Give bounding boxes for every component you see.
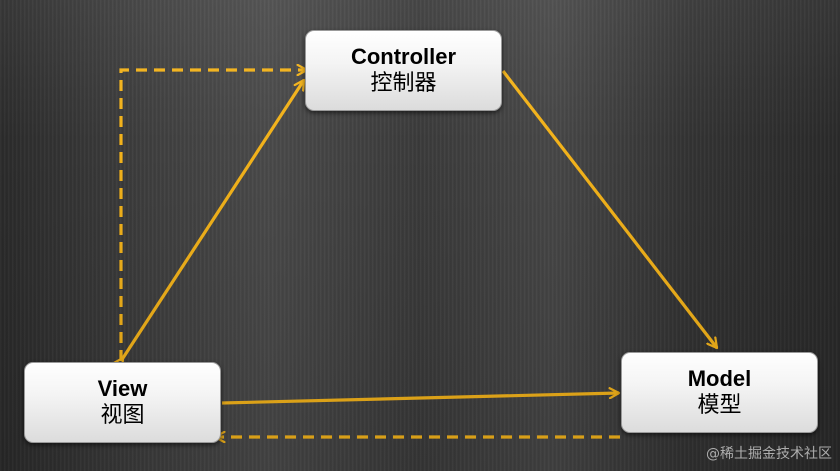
watermark: @稀土掘金技术社区	[706, 446, 832, 462]
model-subtitle: 模型	[697, 392, 742, 418]
controller-subtitle: 控制器	[370, 70, 437, 96]
view-node: View 视图	[24, 362, 221, 443]
view-model-arrow	[221, 393, 619, 405]
view-controller-dashed-arrow	[119, 70, 307, 361]
model-title: Model	[687, 365, 752, 391]
view-title: View	[97, 375, 148, 401]
controller-node: Controller 控制器	[305, 30, 502, 111]
view-subtitle: 视图	[100, 402, 145, 428]
controller-title: Controller	[350, 43, 457, 69]
controller-model-arrow	[501, 70, 719, 348]
model-node: Model 模型	[621, 352, 818, 433]
view-controller-arrow	[123, 80, 306, 358]
